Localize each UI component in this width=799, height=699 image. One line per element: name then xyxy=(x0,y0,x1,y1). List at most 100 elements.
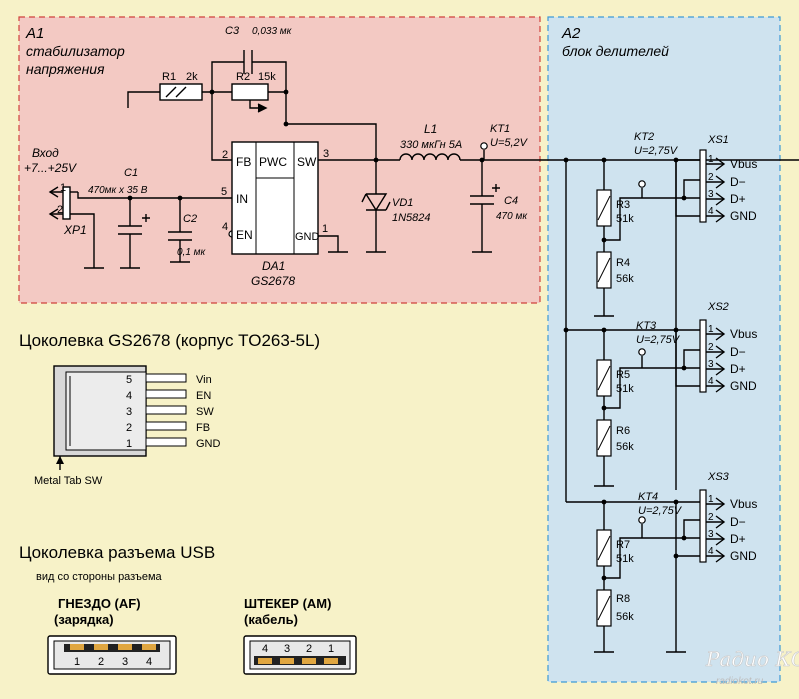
divider-2-tp: KT3 xyxy=(636,320,657,332)
usb-socket-subtitle: (зарядка) xyxy=(54,612,114,627)
xs1-gnd: GND xyxy=(730,209,757,223)
da1-ref: DA1 xyxy=(262,259,285,273)
da1-pin4: 4 xyxy=(222,221,228,233)
xp1-pin2: 2 xyxy=(57,204,63,216)
xs3-dplus: D+ xyxy=(730,532,746,546)
usb-socket-title: ГНЕЗДО (AF) xyxy=(58,596,141,611)
xs2-pin4: 4 xyxy=(708,376,714,387)
c1-ref: C1 xyxy=(124,167,138,179)
da1-sw-label: SW xyxy=(297,155,317,169)
xs1-dplus: D+ xyxy=(730,192,746,206)
divider-3-xs: XS3 xyxy=(707,471,730,483)
usb-plug-pin-4: 1 xyxy=(328,643,334,655)
divider-1-tp: KT2 xyxy=(634,131,654,143)
da1-pwc-label: PWC xyxy=(259,155,287,169)
usb-socket-pin-3: 3 xyxy=(122,656,128,668)
xs2-pin1: 1 xyxy=(708,324,714,335)
divider-2: KT3 U=2,75V XS2 R5 51k R6 56k 1 2 3 4 Vb… xyxy=(563,301,757,487)
r1-value: 2k xyxy=(186,71,198,83)
gs-pin-name-1: Vin xyxy=(196,374,212,386)
divider-2-ra: R5 xyxy=(616,369,630,381)
da1-en-label: EN xyxy=(236,228,253,242)
usb-socket-pin-2: 2 xyxy=(98,656,104,668)
xs2-vbus: Vbus xyxy=(730,327,757,341)
usb-socket-drawing xyxy=(47,635,177,675)
r1-ref: R1 xyxy=(162,71,176,83)
gs-pin-num-3: 3 xyxy=(126,406,132,418)
block-a1-name-2: напряжения xyxy=(26,61,105,77)
divider-2-xs: XS2 xyxy=(707,301,729,313)
xs1-pin3: 3 xyxy=(708,189,714,200)
gs-pin-name-5: GND xyxy=(196,438,221,450)
xs3-pin3: 3 xyxy=(708,529,714,540)
kt1-testpoint xyxy=(480,142,488,150)
kt1-value: U=5,2V xyxy=(490,137,529,149)
block-a2-id: A2 xyxy=(561,25,581,42)
usb-plug-title: ШТЕКЕР (AM) xyxy=(244,596,331,611)
r2-value: 15k xyxy=(258,71,276,83)
usb-plug-pin-3: 2 xyxy=(306,643,312,655)
gs-tab-label: Metal Tab SW xyxy=(34,475,103,487)
usb-socket-pin-4: 4 xyxy=(146,656,152,668)
divider-3-rb: R8 xyxy=(616,593,630,605)
divider-2-ra-val: 51k xyxy=(616,383,634,395)
c4-ref: C4 xyxy=(504,195,518,207)
usb-plug-subtitle: (кабель) xyxy=(244,612,298,627)
divider-3-rb-val: 56k xyxy=(616,611,634,623)
divider-3-ra: R7 xyxy=(616,539,630,551)
gs-pin-num-4: 2 xyxy=(126,422,132,434)
c2-value: 0,1 мк xyxy=(177,247,207,258)
da1-in-label: IN xyxy=(236,192,248,206)
gs-pin-name-2: EN xyxy=(196,390,211,402)
block-a2 xyxy=(547,16,781,683)
da1-fb-label: FB xyxy=(236,155,251,169)
xs2-pin2: 2 xyxy=(708,342,714,353)
divider-1-ra: R3 xyxy=(616,199,630,211)
a1-junctions xyxy=(127,89,485,201)
divider-3-tp: KT4 xyxy=(638,491,658,503)
vd1-value: 1N5824 xyxy=(392,212,431,224)
xs3-vbus: Vbus xyxy=(730,497,757,511)
kt1-ref: KT1 xyxy=(490,123,510,135)
vd1-ref: VD1 xyxy=(392,197,413,209)
da1-pin2: 2 xyxy=(222,149,228,161)
divider-1-ra-val: 51k xyxy=(616,213,634,225)
xs2-pin3: 3 xyxy=(708,359,714,370)
da1-value: GS2678 xyxy=(251,274,295,288)
c3-ref: C3 xyxy=(225,25,240,37)
da1-pin1: 1 xyxy=(322,223,328,235)
xs1-pin4: 4 xyxy=(708,206,714,217)
block-a1-name-1: стабилизатор xyxy=(26,43,125,59)
divider-3-u: U=2,75V xyxy=(638,505,683,517)
usb-plug-pin-1: 4 xyxy=(262,643,268,655)
watermark-brand: Радио КОТ xyxy=(705,647,799,671)
input-label: Вход xyxy=(32,146,59,160)
xs3-pin4: 4 xyxy=(708,546,714,557)
pinout-usb-title: Цоколевка разъема USB xyxy=(19,543,215,562)
divider-1-rb: R4 xyxy=(616,257,630,269)
input-range: +7...+25V xyxy=(24,161,77,175)
c2-ref: C2 xyxy=(183,213,197,225)
divider-1: KT2 U=2,75V XS1 R3 51k R4 56k 1 2 3 4 Vb… xyxy=(563,131,757,317)
pinout-usb-subtitle: вид со стороны разъема xyxy=(36,571,163,583)
xp1-ref: XP1 xyxy=(63,223,87,237)
xs2-gnd: GND xyxy=(730,379,757,393)
block-a1-id: A1 xyxy=(25,25,44,42)
divider-3-ra-val: 51k xyxy=(616,553,634,565)
divider-3: KT4 U=2,75V XS3 R7 51k R8 56k 1 2 3 4 Vb… xyxy=(566,471,757,653)
xs3-pin2: 2 xyxy=(708,512,714,523)
r2-ref: R2 xyxy=(236,71,250,83)
l1-value: 330 мкГн 5А xyxy=(400,139,462,151)
divider-1-rb-val: 56k xyxy=(616,273,634,285)
xs1-pin1: 1 xyxy=(708,154,714,165)
divider-2-rb: R6 xyxy=(616,425,630,437)
c4-value: 470 мк xyxy=(496,211,528,222)
divider-1-u: U=2,75V xyxy=(634,145,679,157)
da1-pin5: 5 xyxy=(221,186,227,198)
usb-plug-drawing xyxy=(243,635,357,675)
gs-pin-name-4: FB xyxy=(196,422,210,434)
da1-chip: FB PWC SW IN EN GND xyxy=(231,141,320,255)
gs-pin-name-3: SW xyxy=(196,406,214,418)
usb-socket-pin-1: 1 xyxy=(74,656,80,668)
